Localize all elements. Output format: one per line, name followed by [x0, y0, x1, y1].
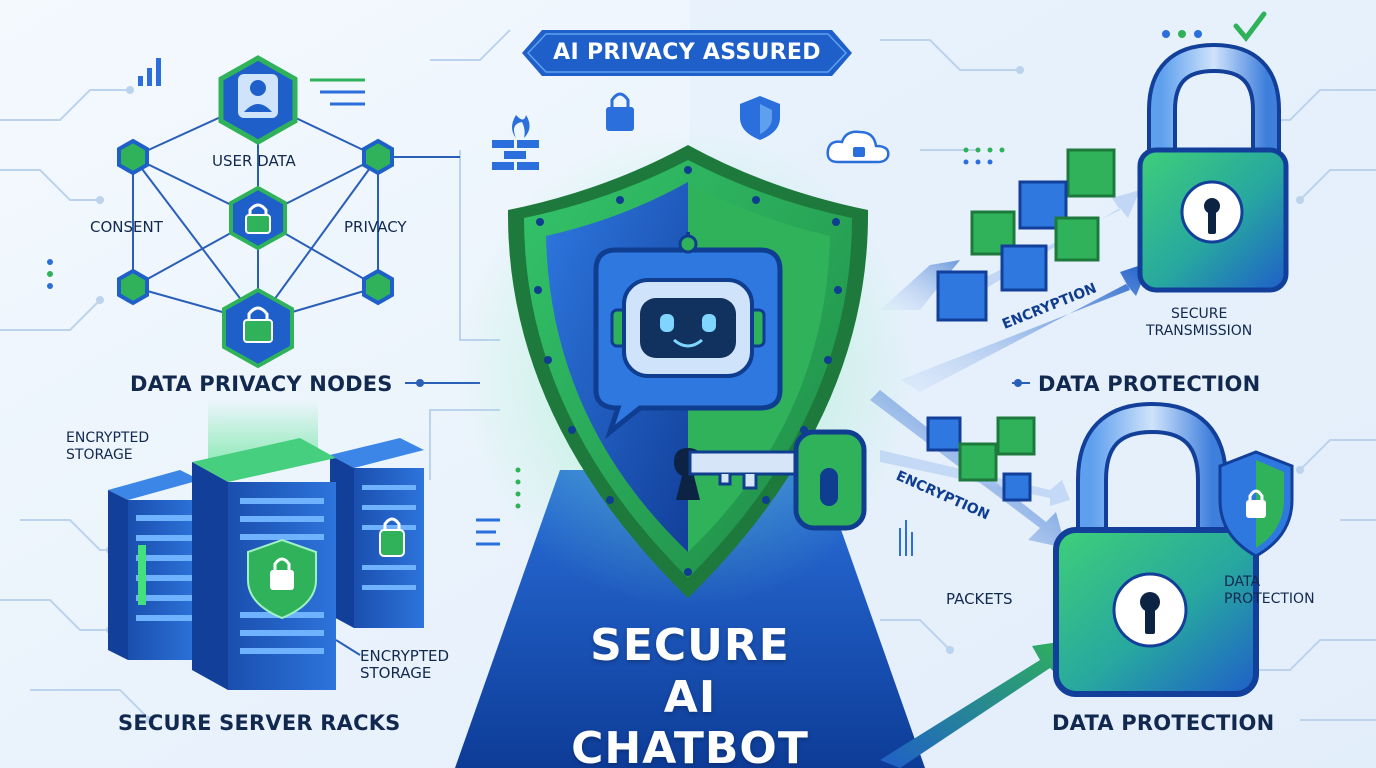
arrow-icon — [880, 640, 1072, 768]
server-rack-icon — [108, 470, 200, 660]
cloud-lock-icon — [826, 130, 890, 164]
privacy-node-network — [117, 55, 480, 387]
lock-icon — [606, 92, 634, 131]
bar-chart-icon — [138, 58, 161, 86]
user-icon — [238, 74, 278, 118]
header-badge-label: AI PRIVACY ASSURED — [553, 40, 821, 65]
dot-marks — [47, 259, 53, 289]
shield-icon — [1218, 450, 1294, 558]
encrypted-storage-label-bottom: ENCRYPTED STORAGE — [360, 647, 450, 682]
dot-marks — [515, 467, 521, 509]
firewall-icon — [492, 115, 539, 170]
server-rack-icon — [192, 438, 336, 690]
cube-icon — [970, 210, 1016, 256]
cube-icon — [1054, 216, 1100, 262]
user-data-label: USER DATA — [212, 152, 296, 170]
cube-icon — [1066, 148, 1116, 198]
lock-icon — [245, 203, 271, 234]
arrow-icon — [900, 262, 1150, 392]
cube-icon — [926, 416, 962, 452]
data-cubes — [926, 148, 1116, 502]
robot-icon — [593, 232, 783, 440]
encrypted-storage-label-top: ENCRYPTED STORAGE — [66, 430, 150, 463]
padlock-icon — [1053, 401, 1259, 697]
lock-icon — [243, 306, 273, 343]
header-badge — [522, 30, 852, 76]
cube-icon — [958, 442, 998, 482]
cube-icon — [1000, 244, 1048, 292]
data-protection-label-bottom: DATA PROTECTION — [1052, 711, 1275, 735]
cube-icon — [1002, 472, 1032, 502]
status-dots — [963, 30, 1202, 165]
secure-transmission-label: SECURE TRANSMISSION — [1146, 306, 1253, 339]
signal-bars — [899, 520, 913, 556]
title-line-1: SECURE — [590, 620, 790, 671]
title-line-2: AI CHATBOT — [571, 672, 809, 768]
privacy-label: PRIVACY — [344, 218, 407, 236]
key-icon — [674, 429, 867, 531]
cube-icon — [936, 270, 988, 322]
data-protection-label-right: DATA PROTECTION — [1038, 372, 1261, 396]
data-privacy-nodes-label: DATA PRIVACY NODES — [130, 372, 393, 396]
padlock-icon — [1137, 42, 1289, 293]
shield-icon — [740, 96, 780, 140]
dash-marks — [310, 78, 365, 106]
consent-label: CONSENT — [90, 218, 163, 236]
checkmark-icon — [1233, 11, 1267, 43]
secure-server-racks-label: SECURE SERVER RACKS — [118, 711, 401, 735]
server-racks — [108, 400, 424, 690]
packets-label: PACKETS — [946, 590, 1013, 608]
dash-marks — [476, 518, 500, 546]
cube-icon — [996, 416, 1036, 456]
data-protection-label-small: DATA PROTECTION — [1224, 574, 1315, 607]
